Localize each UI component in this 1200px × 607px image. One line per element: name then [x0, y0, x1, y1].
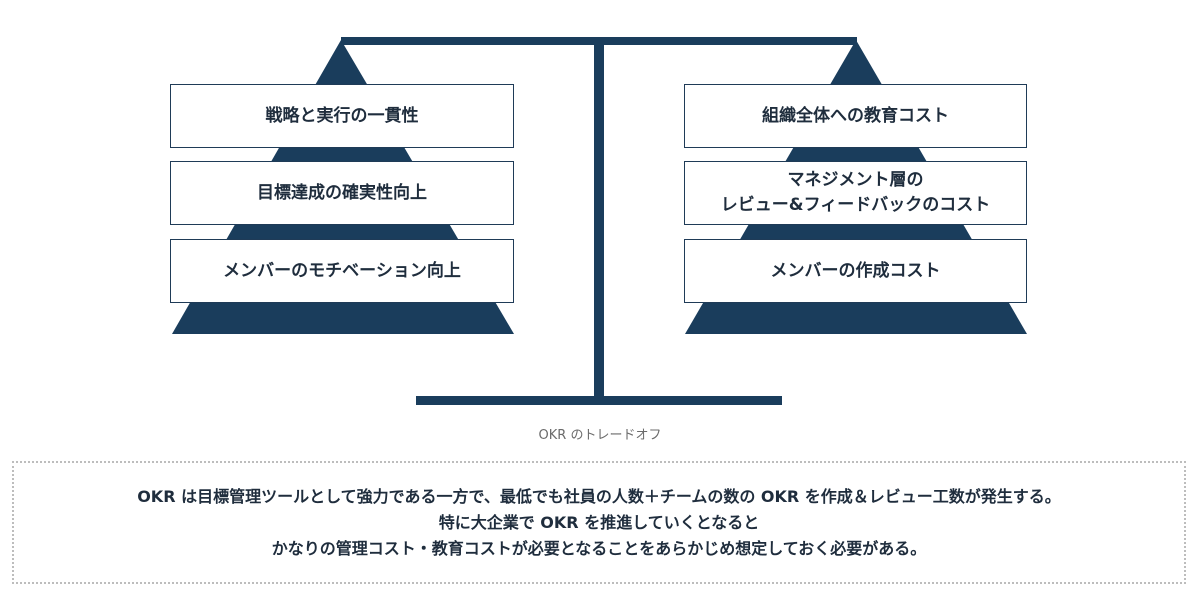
right-item-label: 組織全体への教育コスト: [762, 105, 949, 126]
left-item-member-motivation: メンバーのモチベーション向上: [170, 239, 514, 303]
right-item-education-cost: 組織全体への教育コスト: [684, 84, 1027, 148]
note-box: OKR は目標管理ツールとして強力である一方で、最低でも社員の人数＋チームの数の…: [12, 461, 1186, 584]
note-line: かなりの管理コスト・教育コストが必要となることをあらかじめ想定しておく必要がある…: [271, 538, 927, 558]
right-item-creation-cost: メンバーの作成コスト: [684, 239, 1027, 303]
scale-base: [416, 396, 782, 405]
right-item-label: マネジメント層の レビュー&フィードバックのコスト: [720, 170, 991, 215]
left-item-label: メンバーのモチベーション向上: [223, 260, 461, 281]
diagram-caption: OKR のトレードオフ: [538, 428, 662, 443]
note-line: 特に大企業で OKR を推進していくとなると: [438, 512, 760, 532]
scale-beam: [341, 37, 857, 45]
left-item-strategy-alignment: 戦略と実行の一貫性: [170, 84, 514, 148]
scale-pole: [594, 37, 604, 399]
note-line: OKR は目標管理ツールとして強力である一方で、最低でも社員の人数＋チームの数の…: [137, 486, 1061, 506]
right-item-review-feedback-cost: マネジメント層の レビュー&フィードバックのコスト: [684, 161, 1027, 225]
left-item-label: 戦略と実行の一貫性: [265, 105, 419, 126]
left-item-label: 目標達成の確実性向上: [257, 182, 427, 203]
left-item-goal-certainty: 目標達成の確実性向上: [170, 161, 514, 225]
right-item-label: メンバーの作成コスト: [770, 260, 941, 281]
